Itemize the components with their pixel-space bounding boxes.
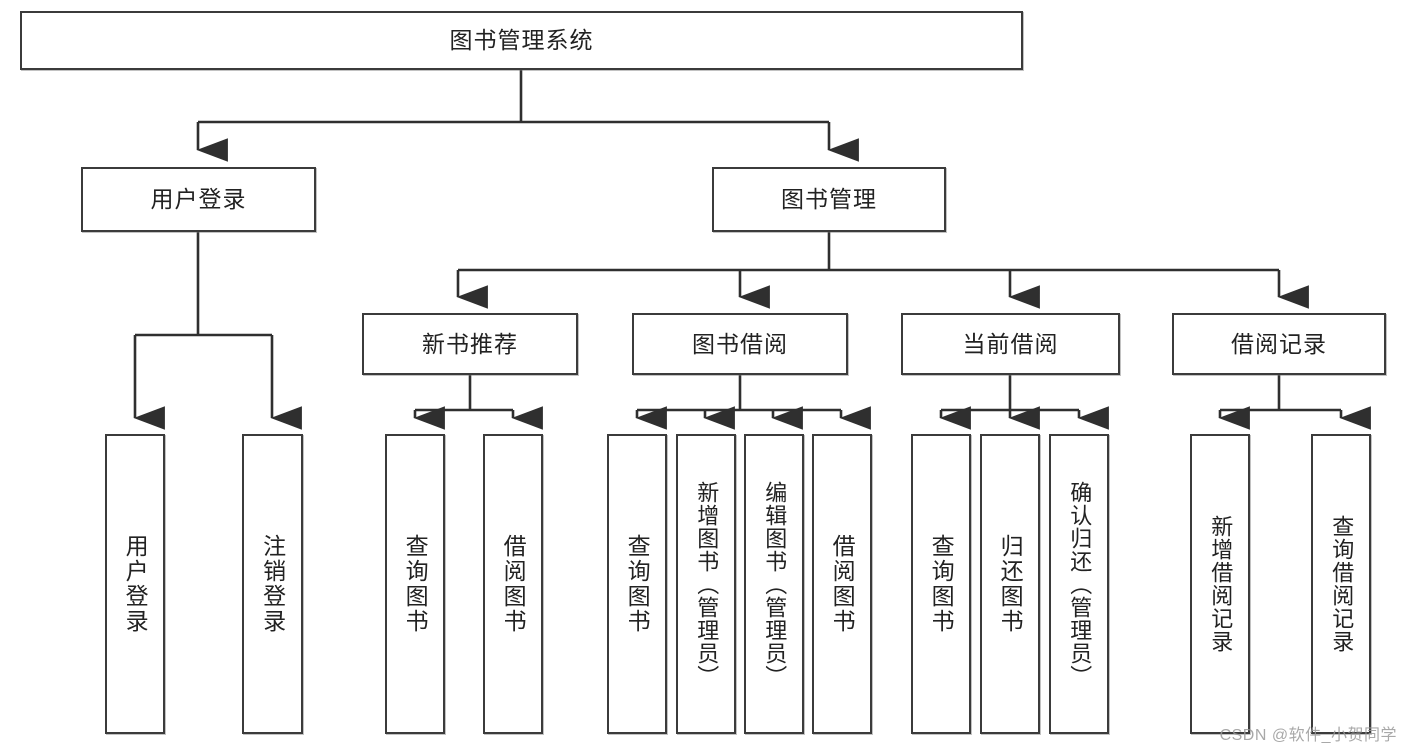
leaf-label: 编辑图书（管理员） (762, 480, 788, 688)
leaf-label: 查询借阅记录 (1329, 515, 1355, 653)
node-user-login[interactable]: 用户登录 (81, 167, 316, 232)
node-label: 图书管理 (781, 186, 877, 213)
leaf-label: 确认归还（管理员） (1067, 480, 1093, 688)
node-label: 新书推荐 (422, 330, 518, 357)
leaf-new-book-borrow-book[interactable]: 借阅图书 (483, 434, 543, 734)
node-root-book-management-system[interactable]: 图书管理系统 (20, 11, 1023, 70)
leaf-book-borrow-add-book-admin[interactable]: 新增图书（管理员） (676, 434, 736, 734)
leaf-label: 查询图书 (928, 534, 955, 634)
node-label: 图书管理系统 (449, 27, 594, 54)
leaf-borrow-record-query-record[interactable]: 查询借阅记录 (1311, 434, 1371, 734)
leaf-label: 借阅图书 (829, 534, 856, 634)
node-label: 借阅记录 (1231, 330, 1327, 357)
leaf-book-borrow-edit-book-admin[interactable]: 编辑图书（管理员） (744, 434, 804, 734)
node-label: 用户登录 (150, 186, 247, 213)
leaf-label: 借阅图书 (500, 534, 527, 634)
leaf-label: 查询图书 (402, 534, 429, 634)
node-borrow-record[interactable]: 借阅记录 (1172, 313, 1386, 375)
leaf-current-borrow-query-book[interactable]: 查询图书 (911, 434, 971, 734)
leaf-current-borrow-return-book[interactable]: 归还图书 (980, 434, 1040, 734)
node-label: 图书借阅 (692, 330, 788, 357)
node-book-borrow[interactable]: 图书借阅 (632, 313, 848, 375)
leaf-user-login-logout[interactable]: 注销登录 (242, 434, 303, 734)
leaf-label: 归还图书 (997, 534, 1024, 634)
node-book-management[interactable]: 图书管理 (712, 167, 946, 232)
leaf-label: 用户登录 (122, 534, 149, 634)
leaf-book-borrow-borrow-book[interactable]: 借阅图书 (812, 434, 872, 734)
leaf-new-book-query-book[interactable]: 查询图书 (385, 434, 445, 734)
leaf-user-login-login[interactable]: 用户登录 (105, 434, 165, 734)
watermark-text: CSDN @软件_小贺同学 (1219, 727, 1397, 744)
node-current-borrow[interactable]: 当前借阅 (901, 313, 1120, 375)
leaf-borrow-record-add-record[interactable]: 新增借阅记录 (1190, 434, 1250, 734)
leaf-label: 新增图书（管理员） (694, 480, 720, 688)
leaf-label: 新增借阅记录 (1208, 515, 1234, 653)
leaf-label: 查询图书 (624, 534, 651, 634)
node-label: 当前借阅 (962, 330, 1059, 357)
leaf-label: 注销登录 (259, 534, 286, 634)
node-new-book-recommendation[interactable]: 新书推荐 (362, 313, 578, 375)
leaf-book-borrow-query-book[interactable]: 查询图书 (607, 434, 667, 734)
leaf-current-borrow-confirm-return-admin[interactable]: 确认归还（管理员） (1049, 434, 1109, 734)
